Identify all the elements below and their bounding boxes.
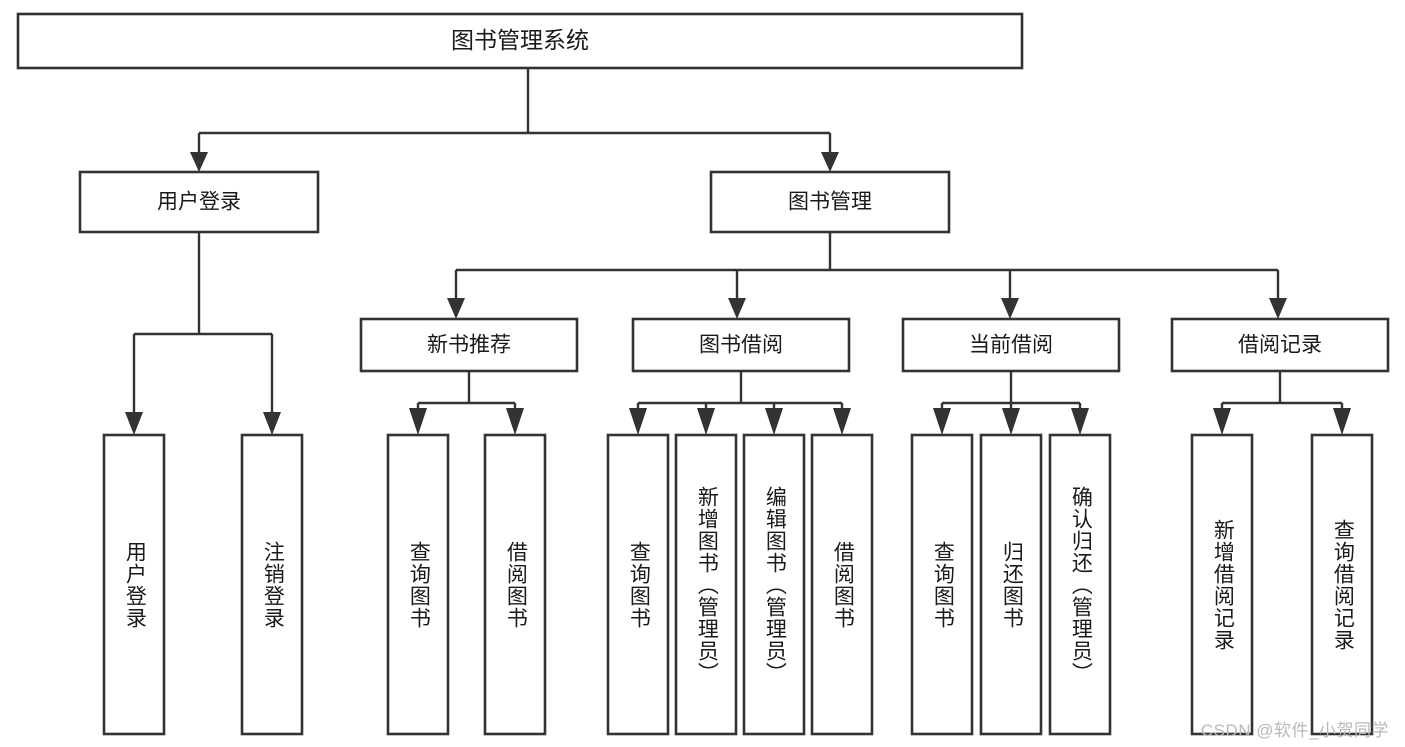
- node-book-borrow-label: 图书借阅: [699, 334, 783, 357]
- node-current-borrow-label: 当前借阅: [969, 334, 1053, 357]
- arrowhead-recommend-l2: [506, 408, 524, 435]
- leaf-box-record-add[interactable]: [1190, 433, 1254, 736]
- node-root-box[interactable]: [16, 12, 1024, 70]
- node-current-borrow-box[interactable]: [901, 317, 1121, 373]
- arrowhead-root-to-login: [190, 152, 208, 172]
- node-book-borrow[interactable]: 图书借阅: [631, 317, 851, 373]
- node-book-management[interactable]: 图书管理: [709, 170, 951, 234]
- node-current-borrow[interactable]: 当前借阅: [901, 317, 1121, 373]
- arrowhead-record-l1: [1213, 408, 1231, 435]
- arrowhead-borrow-l3: [765, 408, 783, 435]
- arrowhead-current-l1: [933, 408, 951, 435]
- arrowhead-current-l2: [1002, 408, 1020, 435]
- node-root-label: 图书管理系统: [451, 27, 589, 53]
- arrowhead-borrow-l4: [833, 408, 851, 435]
- leaf-box-recommend-query-book[interactable]: [386, 433, 450, 736]
- arrowhead-bookmgmt-b1: [447, 298, 465, 319]
- leaf-box-record-query[interactable]: [1310, 433, 1374, 736]
- arrowhead-bookmgmt-b2: [728, 298, 746, 319]
- node-root[interactable]: 图书管理系统: [16, 12, 1024, 70]
- leaf-box-borrow-query-book[interactable]: [606, 433, 670, 736]
- leaf-box-current-query-book[interactable]: [910, 433, 974, 736]
- node-borrow-record-label: 借阅记录: [1238, 334, 1322, 357]
- arrowhead-root-to-bookmgmt: [821, 152, 839, 172]
- leaf-box-current-confirm-return[interactable]: [1048, 433, 1112, 736]
- arrowhead-borrow-l1: [629, 408, 647, 435]
- node-borrow-record-box[interactable]: [1170, 317, 1390, 373]
- node-new-book-recommend-label: 新书推荐: [427, 334, 511, 357]
- leaf-box-recommend-borrow-book[interactable]: [483, 433, 547, 736]
- node-book-management-box[interactable]: [709, 170, 951, 234]
- watermark-text: CSDN @软件_小贺同学: [1200, 721, 1389, 740]
- arrowhead-bookmgmt-b3: [1001, 298, 1019, 319]
- leaf-box-current-return-book[interactable]: [979, 433, 1043, 736]
- node-user-login[interactable]: 用户登录: [78, 170, 320, 234]
- leaf-box-borrow-add-book[interactable]: [674, 433, 738, 736]
- node-book-borrow-box[interactable]: [631, 317, 851, 373]
- leaf-box-borrow-edit-book[interactable]: [742, 433, 806, 736]
- node-new-book-recommend[interactable]: 新书推荐: [359, 317, 579, 373]
- node-new-book-recommend-box[interactable]: [359, 317, 579, 373]
- arrowhead-borrow-l2: [697, 408, 715, 435]
- arrowhead-userlogin-leaf2: [263, 412, 281, 435]
- node-user-login-label: 用户登录: [157, 191, 241, 214]
- node-borrow-record[interactable]: 借阅记录: [1170, 317, 1390, 373]
- leaf-box-borrow-borrow-book[interactable]: [810, 433, 874, 736]
- arrowhead-recommend-l1: [409, 408, 427, 435]
- arrowhead-userlogin-leaf1: [125, 412, 143, 435]
- arrowhead-record-l2: [1333, 408, 1351, 435]
- node-book-management-label: 图书管理: [788, 191, 872, 214]
- leaf-box-user-logout[interactable]: [240, 433, 304, 736]
- leaf-box-user-login[interactable]: [102, 433, 166, 736]
- arrowhead-bookmgmt-b4: [1269, 298, 1287, 319]
- arrowhead-current-l3: [1071, 408, 1089, 435]
